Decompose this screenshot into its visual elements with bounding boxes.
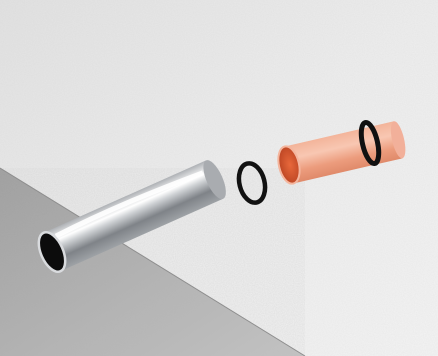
- product-illustration: [0, 0, 438, 356]
- illustration-canvas: [0, 0, 438, 356]
